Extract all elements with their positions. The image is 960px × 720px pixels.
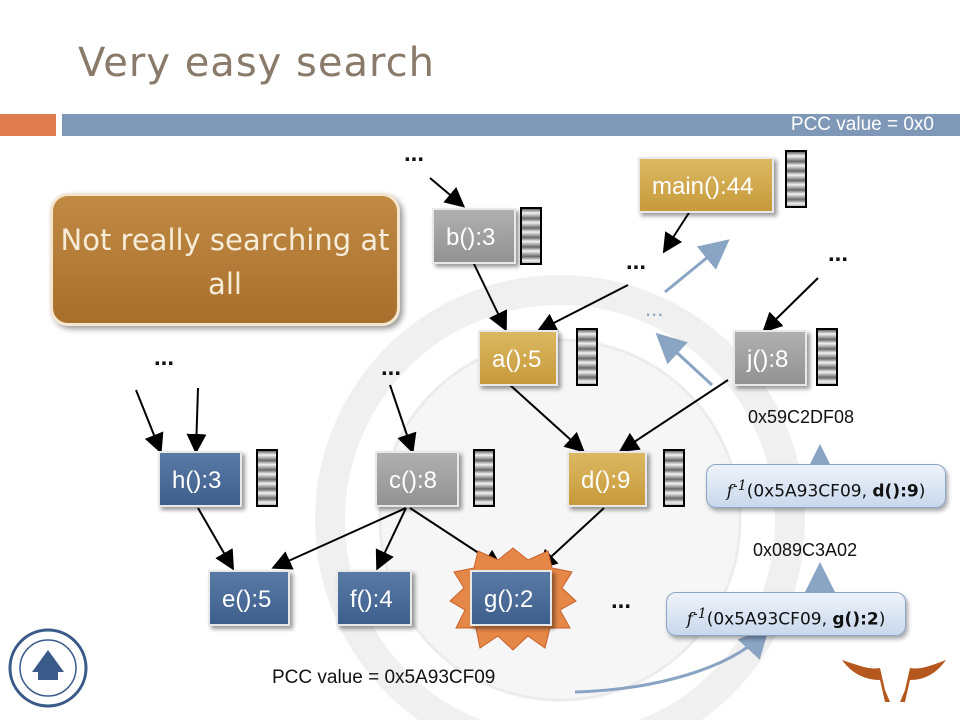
edge-into-j: [762, 277, 819, 333]
inverse-args-lower: (0x5A93CF09,: [706, 609, 833, 630]
inverse-box-lower: f-1(0x5A93CF09, g():2): [666, 592, 906, 636]
ellipsis-top: ...: [404, 140, 425, 167]
stack-icon-main: [785, 150, 807, 208]
stack-icon-c: [473, 449, 495, 507]
edge-into-h-2: [186, 387, 207, 454]
blue-curve-arrow: [574, 627, 770, 694]
inverse-superscript: -1: [692, 606, 707, 622]
ellipsis-c: ...: [381, 354, 402, 381]
callout-box: Not really searching at all: [50, 193, 400, 326]
inverse-func-name: f: [726, 481, 733, 502]
edge-into-h-1: [135, 389, 164, 454]
ellipsis-blue: ...: [645, 296, 664, 321]
edge-a-d: [509, 384, 585, 453]
hex-upper: 0x59C2DF08: [748, 407, 855, 427]
edge-b-a: [473, 263, 508, 332]
ellipsis-h: ...: [154, 344, 175, 371]
edge-d-g: [537, 507, 605, 570]
inverse-close-upper: ): [918, 481, 926, 502]
node-g: g():2: [470, 570, 552, 626]
stack-icon-h: [256, 449, 278, 507]
blue-arrow-up: [664, 239, 730, 294]
stack-icon-j: [816, 328, 838, 386]
node-c: c():8: [375, 451, 459, 507]
inverse-args-upper: (0x5A93CF09,: [746, 481, 873, 502]
ellipsis-main-left: ...: [626, 248, 647, 275]
pcc-value-top: PCC value = 0x0: [790, 114, 934, 135]
edge-main-down: [662, 207, 693, 254]
stack-icon-b: [520, 207, 542, 265]
node-b: b():3: [432, 208, 516, 264]
edge-c-f: [375, 507, 407, 571]
node-j: j():8: [733, 330, 807, 386]
pcc-value-bottom: PCC value = 0x5A93CF09: [272, 667, 496, 688]
edge-h-e: [197, 507, 234, 571]
edge-j-d: [618, 379, 729, 453]
inverse-func-name: f: [686, 609, 693, 630]
edge-into-a: [536, 284, 629, 332]
header-accent-bar: [0, 114, 56, 136]
inverse-close-lower: ): [878, 609, 886, 630]
inverse-arg-bold-lower: g():2: [832, 609, 879, 630]
edge-c-e: [271, 507, 407, 570]
slide-title: Very easy search: [78, 40, 435, 86]
blue-arrow-left: [655, 332, 714, 387]
stack-icon-a: [576, 328, 598, 386]
edge-into-b: [429, 177, 466, 208]
node-d: d():9: [567, 451, 647, 507]
node-f: f():4: [336, 570, 412, 626]
inverse-arg-bold-upper: d():9: [872, 481, 919, 502]
node-e: e():5: [208, 570, 290, 626]
inverse-box-upper: f-1(0x5A93CF09, d():9): [706, 464, 946, 508]
node-h: h():3: [158, 451, 242, 507]
inverse-superscript: -1: [732, 478, 747, 494]
node-main: main():44: [638, 157, 774, 213]
stack-icon-d: [663, 449, 685, 507]
ellipsis-bottom: ...: [611, 587, 632, 614]
node-a: a():5: [478, 330, 558, 386]
header-bar: [62, 114, 960, 136]
ellipsis-right: ...: [828, 240, 849, 267]
hex-lower: 0x089C3A02: [753, 540, 858, 560]
edge-into-c: [389, 384, 417, 454]
